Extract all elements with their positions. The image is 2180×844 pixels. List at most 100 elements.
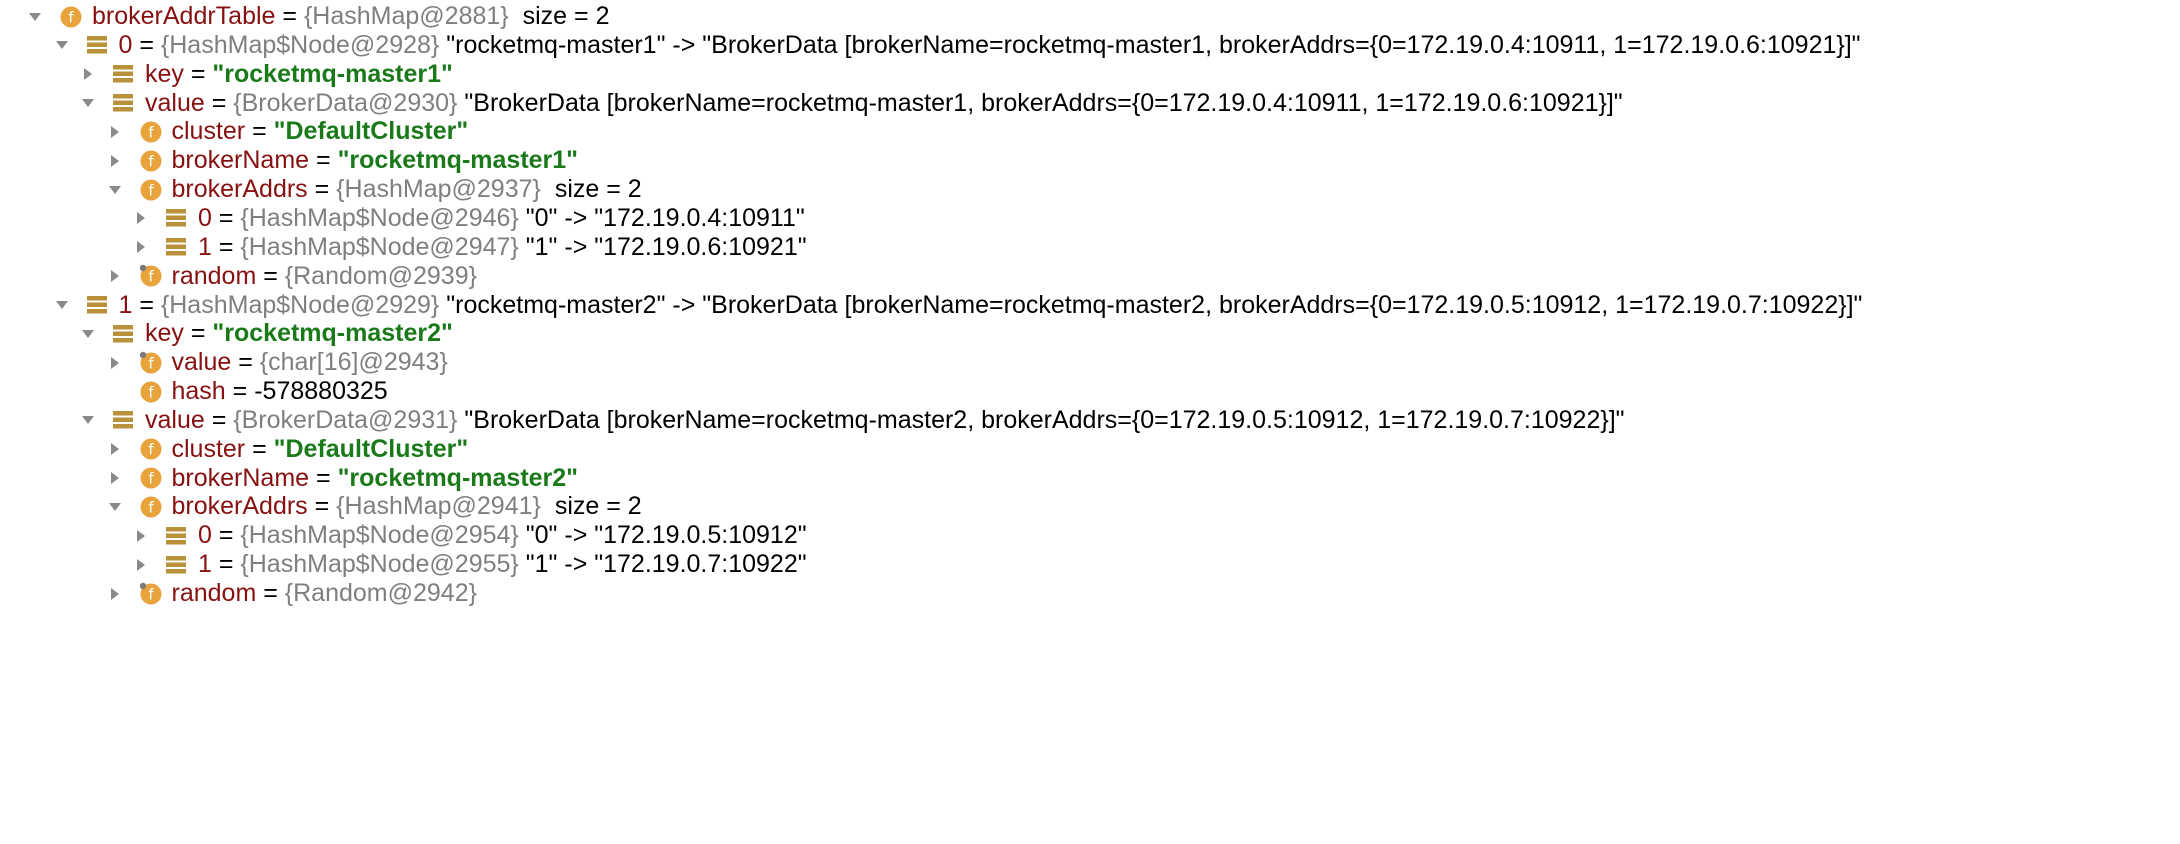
tree-row[interactable]: 1 = {HashMap$Node@2955}"1" -> "172.19.0.… — [128, 544, 807, 585]
variable-name: cluster — [171, 434, 246, 463]
variable-name: 1 — [198, 550, 212, 579]
variable-name: random — [171, 261, 257, 290]
svg-text:f: f — [148, 268, 154, 286]
svg-text:f: f — [148, 470, 154, 488]
string-value: "DefaultCluster" — [273, 117, 469, 146]
variable-name: random — [171, 579, 257, 607]
expand-arrow-icon[interactable] — [102, 256, 128, 297]
object-type-ref: {char[16]@2943} — [259, 348, 448, 377]
variable-value: "BrokerData [brokerName=rocketmq-master2… — [464, 405, 1625, 434]
expand-arrow-icon[interactable] — [102, 429, 128, 470]
variable-name: brokerName — [171, 463, 310, 492]
tree-row[interactable]: f brokerName = "rocketmq-master1" — [102, 140, 579, 181]
variable-name: key — [145, 59, 184, 88]
variable-name: brokerAddrs — [171, 492, 308, 521]
collapse-arrow-icon[interactable] — [49, 285, 75, 326]
variable-name: hash — [171, 377, 226, 406]
object-type-ref: {HashMap@2881} — [303, 2, 509, 30]
expand-arrow-icon[interactable] — [102, 342, 128, 383]
variable-name: 0 — [198, 521, 212, 550]
expand-arrow-icon[interactable] — [128, 198, 154, 239]
tree-row[interactable]: 1 = {HashMap$Node@2947}"1" -> "172.19.0.… — [128, 227, 807, 268]
svg-text:f: f — [148, 152, 154, 170]
equals-sign: = — [275, 2, 304, 30]
variable-value: "rocketmq-master2" -> "BrokerData [broke… — [446, 290, 1863, 319]
object-type-ref: {BrokerData@2930} — [233, 88, 458, 117]
variable-name: 0 — [198, 203, 212, 232]
variable-value: size = 2 — [554, 175, 642, 204]
expand-arrow-icon[interactable] — [102, 573, 128, 614]
equals-sign: = — [183, 319, 213, 348]
map-entry-icon — [111, 313, 139, 354]
object-type-ref: {HashMap$Node@2946} — [240, 203, 519, 232]
map-entry-icon — [111, 54, 139, 95]
equals-sign: = — [309, 146, 338, 175]
expand-arrow-icon[interactable] — [128, 515, 154, 556]
equals-sign: = — [204, 405, 234, 434]
tree-row[interactable]: key = "rocketmq-master1" — [75, 54, 453, 95]
tree-row[interactable]: value = {BrokerData@2930}"BrokerData [br… — [75, 83, 1623, 124]
map-entry-icon — [111, 400, 139, 441]
equals-sign: = — [132, 30, 161, 59]
field-icon: f — [138, 169, 166, 210]
equals-sign: = — [211, 550, 241, 579]
variable-value: "1" -> "172.19.0.6:10921" — [525, 232, 807, 261]
field-icon: f — [138, 140, 166, 181]
expand-arrow-icon[interactable] — [128, 544, 154, 585]
equals-sign: = — [309, 463, 338, 492]
tree-row[interactable]: key = "rocketmq-master2" — [75, 313, 453, 354]
variable-name: value — [145, 405, 205, 434]
tree-row[interactable]: 0 = {HashMap$Node@2928}"rocketmq-master1… — [49, 25, 1861, 66]
equals-sign: = — [132, 290, 161, 319]
expand-arrow-icon[interactable] — [102, 140, 128, 181]
collapse-arrow-icon[interactable] — [75, 313, 101, 354]
equals-sign: = — [211, 232, 241, 261]
expand-arrow-icon[interactable] — [75, 54, 101, 95]
variable-name: key — [145, 319, 184, 348]
collapse-arrow-icon[interactable] — [102, 486, 128, 527]
expand-arrow-icon[interactable] — [128, 227, 154, 268]
variable-value: "rocketmq-master1" -> "BrokerData [broke… — [446, 30, 1861, 59]
equals-sign: = — [183, 59, 213, 88]
svg-text:f: f — [148, 585, 154, 603]
expand-arrow-icon[interactable] — [102, 111, 128, 152]
string-value: "rocketmq-master2" — [212, 319, 453, 348]
collapse-arrow-icon[interactable] — [102, 169, 128, 210]
tree-row[interactable]: 0 = {HashMap$Node@2946}"0" -> "172.19.0.… — [128, 198, 805, 239]
variable-name: brokerAddrs — [171, 175, 308, 204]
svg-text:f: f — [148, 123, 154, 141]
svg-text:f: f — [148, 498, 154, 516]
tree-row[interactable]: value = {BrokerData@2931}"BrokerData [br… — [75, 400, 1625, 441]
object-type-ref: {Random@2942} — [284, 579, 477, 607]
svg-text:f: f — [148, 383, 154, 401]
tree-row[interactable]: 0 = {HashMap$Node@2954}"0" -> "172.19.0.… — [128, 515, 807, 556]
variable-name: 0 — [118, 30, 133, 59]
variable-name: brokerName — [171, 146, 310, 175]
string-value: "rocketmq-master1" — [337, 146, 579, 175]
svg-text:f: f — [148, 441, 154, 459]
static-field-icon: f — [138, 256, 166, 297]
collapse-arrow-icon[interactable] — [75, 83, 101, 124]
equals-sign: = — [211, 521, 241, 550]
variable-name: 1 — [198, 232, 212, 261]
variable-value: "BrokerData [brokerName=rocketmq-master1… — [464, 88, 1623, 117]
collapse-arrow-icon[interactable] — [75, 400, 101, 441]
expand-arrow-icon[interactable] — [102, 458, 128, 499]
collapse-arrow-icon[interactable] — [49, 25, 75, 66]
variable-value: "1" -> "172.19.0.7:10922" — [525, 550, 807, 579]
object-type-ref: {HashMap$Node@2955} — [240, 550, 519, 579]
map-entry-icon — [164, 515, 192, 556]
tree-row[interactable]: 1 = {HashMap$Node@2929}"rocketmq-master2… — [49, 285, 1863, 326]
collapse-arrow-icon[interactable] — [22, 0, 48, 37]
object-type-ref: {HashMap@2937} — [336, 175, 541, 204]
